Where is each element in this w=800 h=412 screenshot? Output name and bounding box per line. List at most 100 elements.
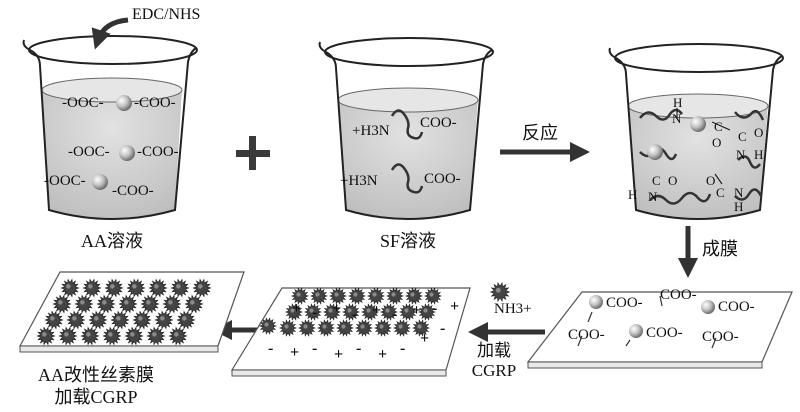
beaker-aa-liquid	[42, 88, 182, 219]
beaker-product	[608, 43, 784, 220]
cgrp-particle	[380, 303, 398, 321]
charge-sign: -	[312, 304, 318, 321]
bond-line	[676, 108, 731, 185]
amine-label: +H3N	[340, 173, 378, 189]
atom-label: H	[673, 95, 683, 110]
cgrp-particle	[140, 294, 160, 314]
cgrp-particle	[489, 281, 511, 303]
atom-label: O	[706, 173, 716, 188]
cgrp-particles	[259, 287, 442, 337]
cgrp-particle	[168, 326, 188, 346]
atom-label: N	[672, 111, 682, 126]
charge-sign: -	[352, 306, 358, 323]
atom-label: H	[628, 187, 638, 202]
crosslink-chain	[649, 191, 712, 205]
carboxylate-label: -COO-	[137, 144, 179, 160]
charge-sign: +	[332, 300, 342, 317]
atom-label: C	[716, 185, 725, 200]
aa-sphere	[690, 116, 706, 132]
cgrp-particle	[80, 326, 100, 346]
aa-molecules	[92, 95, 135, 190]
crosslink-chain	[639, 108, 683, 121]
charge-sign: -	[400, 340, 406, 357]
silk-chain	[390, 109, 424, 140]
carboxyl-label: COO-	[420, 115, 457, 131]
cgrp-particle	[285, 303, 303, 321]
cgrp-particle	[74, 294, 94, 314]
carboxylate-label: -OOC-	[68, 144, 110, 160]
film-activated	[526, 291, 793, 369]
final-caption-cgrp: 加载CGRP	[54, 387, 138, 407]
charge-sign: -	[268, 340, 274, 357]
carboxylate-label: -COO-	[134, 95, 176, 111]
cgrp-particle	[348, 287, 366, 305]
carboxylate-label: COO-	[702, 329, 739, 345]
beaker-sf-liquid	[338, 98, 478, 219]
charge-sign: +	[412, 302, 422, 319]
film-final	[18, 271, 245, 353]
cgrp-particles	[36, 278, 212, 346]
charge-sign: +	[334, 346, 344, 363]
beaker-sf-spout	[318, 41, 327, 53]
atom-label: C	[714, 119, 723, 134]
final-caption: AA改性丝素膜	[38, 365, 154, 385]
cgrp-particle	[291, 287, 309, 305]
charge-sign: -	[356, 340, 362, 357]
film-side	[19, 345, 219, 353]
aa-sphere	[116, 95, 132, 111]
carboxylate-label: -COO-	[112, 183, 154, 199]
tether-line	[577, 295, 717, 349]
cgrp-particle	[304, 303, 322, 321]
cgrp-particle	[146, 326, 166, 346]
charge-sign: -	[392, 306, 398, 323]
charge-sign: -	[432, 300, 438, 317]
cgrp-particle	[323, 303, 341, 321]
cgrp-particle	[170, 278, 190, 298]
charge-sign: +	[450, 298, 460, 315]
atom-label: H	[734, 199, 744, 214]
reagent-label: EDC/NHS	[132, 6, 201, 23]
atom-label: O	[668, 173, 678, 188]
cgrp-particle	[386, 287, 404, 305]
beaker-product-liquid-surface	[627, 93, 769, 119]
cgrp-particle	[418, 303, 436, 321]
cgrp-particle	[132, 310, 152, 330]
loading-step-label: 加载	[477, 341, 511, 360]
beaker-sf	[318, 37, 494, 220]
beaker-sf-caption: SF溶液	[379, 231, 437, 251]
cgrp-particle	[176, 310, 196, 330]
cgrp-particle	[126, 278, 146, 298]
cgrp-particle	[184, 294, 204, 314]
charge-sign: -	[440, 320, 446, 337]
carboxyl-label: COO-	[424, 171, 461, 187]
crosslink-chain	[734, 109, 765, 121]
carboxylate-label: COO-	[660, 287, 697, 303]
reagent-addition-arrow	[91, 17, 129, 50]
film-side	[231, 369, 447, 377]
beaker-sf-liquid-surface	[337, 87, 479, 113]
atom-label: N	[734, 185, 744, 200]
atom-label: O	[712, 135, 722, 150]
atom-label: N	[648, 189, 658, 204]
cgrp-particle	[88, 310, 108, 330]
crosslink-chain	[737, 155, 761, 169]
charge-sign: +	[372, 302, 382, 319]
cgrp-particle	[342, 303, 360, 321]
cgrp-particle	[259, 317, 277, 335]
charge-sign: +	[378, 346, 388, 363]
aa-sphere	[701, 300, 715, 314]
cgrp-particle	[66, 310, 86, 330]
carboxylate-label: -OOC-	[44, 173, 86, 189]
cgrp-particle	[399, 303, 417, 321]
carboxylate-label: COO-	[646, 325, 683, 341]
carboxylate-label: COO-	[568, 327, 605, 343]
cgrp-particle	[317, 319, 335, 337]
beaker-sf-rim	[324, 37, 494, 67]
cgrp-particle	[118, 294, 138, 314]
film-side	[527, 361, 763, 369]
cgrp-particle	[44, 310, 64, 330]
charge-sign: +	[420, 330, 430, 347]
ion-label: NH3+	[494, 301, 532, 317]
aa-sphere	[589, 295, 603, 309]
cgrp-particle	[162, 294, 182, 314]
